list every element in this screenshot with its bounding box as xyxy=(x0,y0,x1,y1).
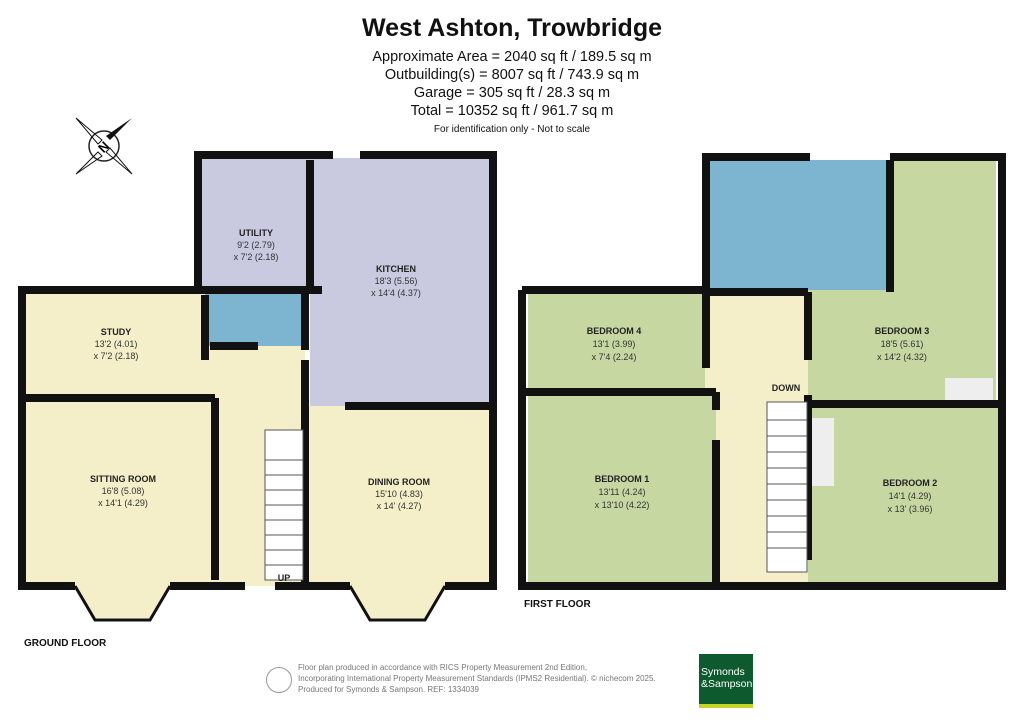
staircase-up xyxy=(264,429,304,581)
room-dim-kitchen-1: 18'3 (5.56) xyxy=(375,276,418,286)
first-walls xyxy=(518,153,1006,590)
room-dim-bedroom-3-2: x 14'2 (4.32) xyxy=(877,352,927,362)
room-dim-bedroom-4-1: 13'1 (3.99) xyxy=(593,339,636,349)
room-dim-study-2: x 7'2 (2.18) xyxy=(94,351,139,361)
sitting-room xyxy=(24,398,216,584)
room-name-study: STUDY xyxy=(101,327,132,337)
room-name-utility: UTILITY xyxy=(239,228,273,238)
room-dim-sitting-2: x 14'1 (4.29) xyxy=(98,498,148,508)
study-room xyxy=(24,290,207,400)
room-dim-sitting-1: 16'8 (5.08) xyxy=(102,486,145,496)
room-name-bedroom-2: BEDROOM 2 xyxy=(883,478,938,488)
scale-note: For identification only - Not to scale xyxy=(433,124,591,135)
bedroom-4 xyxy=(528,294,706,390)
area-outbuildings: Outbuilding(s) = 8007 sq ft / 743.9 sq m xyxy=(384,67,640,83)
compass-icon: N xyxy=(75,117,133,175)
room-name-sitting: SITTING ROOM xyxy=(90,474,156,484)
ground-floor: UP UTILITY 9'2 (2.79) x 7'2 (2.18) KITCH… xyxy=(18,151,497,649)
first-floor: DOWN BEDROOM 4 13'1 (3.99) x 7'4 (2.24) … xyxy=(518,153,1006,610)
room-dim-bedroom-1-2: x 13'10 (4.22) xyxy=(595,500,650,510)
room-dim-utility-1: 9'2 (2.79) xyxy=(237,240,275,250)
kitchen-room xyxy=(310,158,492,406)
room-dim-bedroom-2-1: 14'1 (4.29) xyxy=(889,491,932,501)
footer-line-2: Incorporating International Property Mea… xyxy=(298,674,656,683)
person-icon xyxy=(266,667,292,693)
first-floor-label: FIRST FLOOR xyxy=(524,599,591,610)
area-total: Total = 10352 sq ft / 961.7 sq m xyxy=(410,103,614,119)
ground-walls xyxy=(18,151,497,590)
cupboard xyxy=(945,378,993,402)
room-name-bedroom-1: BEDROOM 1 xyxy=(595,474,650,484)
room-name-bedroom-4: BEDROOM 4 xyxy=(587,326,642,336)
bedroom-1 xyxy=(528,394,716,582)
room-dim-dining-1: 15'10 (4.83) xyxy=(375,489,423,499)
room-dim-bedroom-3-1: 18'5 (5.61) xyxy=(881,339,924,349)
bathroom xyxy=(710,160,890,290)
room-name-bedroom-3: BEDROOM 3 xyxy=(875,326,930,336)
room-dim-bedroom-4-2: x 7'4 (2.24) xyxy=(592,352,637,362)
ground-floor-label: GROUND FLOOR xyxy=(24,638,107,649)
area-garage: Garage = 305 sq ft / 28.3 sq m xyxy=(413,85,611,101)
footer-line-3: Produced for Symonds & Sampson. REF: 133… xyxy=(298,685,479,694)
wardrobe xyxy=(810,418,834,486)
stairs-up-label: UP xyxy=(278,573,291,583)
shower-room xyxy=(205,294,305,346)
footer-line-1: Floor plan produced in accordance with R… xyxy=(298,663,588,672)
sitting-bay xyxy=(75,584,170,618)
room-dim-study-1: 13'2 (4.01) xyxy=(95,339,138,349)
utility-room xyxy=(198,158,312,290)
footer-text: Floor plan produced in accordance with R… xyxy=(298,662,692,695)
logo-line-1: Symonds xyxy=(701,666,745,678)
dining-bay xyxy=(350,584,445,618)
area-approx: Approximate Area = 2040 sq ft / 189.5 sq… xyxy=(372,49,652,65)
room-dim-bedroom-1-1: 13'11 (4.24) xyxy=(598,487,645,497)
bedroom-3 xyxy=(888,160,996,405)
staircase-down xyxy=(766,401,808,573)
area-summary: Approximate Area = 2040 sq ft / 189.5 sq… xyxy=(0,48,1024,120)
bedroom-3-lower xyxy=(808,290,898,402)
bedroom-2 xyxy=(808,405,998,582)
stairs-down-label: DOWN xyxy=(772,383,801,393)
dining-room xyxy=(305,406,495,586)
logo-line-2: &Sampson xyxy=(701,678,753,690)
room-dim-bedroom-2-2: x 13' (3.96) xyxy=(888,504,933,514)
bay-windows xyxy=(73,585,447,622)
plan-title: West Ashton, Trowbridge xyxy=(361,14,662,42)
room-name-kitchen: KITCHEN xyxy=(376,264,416,274)
symonds-sampson-logo: Symonds &Sampson xyxy=(699,654,753,708)
room-dim-utility-2: x 7'2 (2.18) xyxy=(234,252,279,262)
room-dim-kitchen-2: x 14'4 (4.37) xyxy=(371,288,421,298)
room-name-dining: DINING ROOM xyxy=(368,477,430,487)
room-dim-dining-2: x 14' (4.27) xyxy=(377,501,422,511)
